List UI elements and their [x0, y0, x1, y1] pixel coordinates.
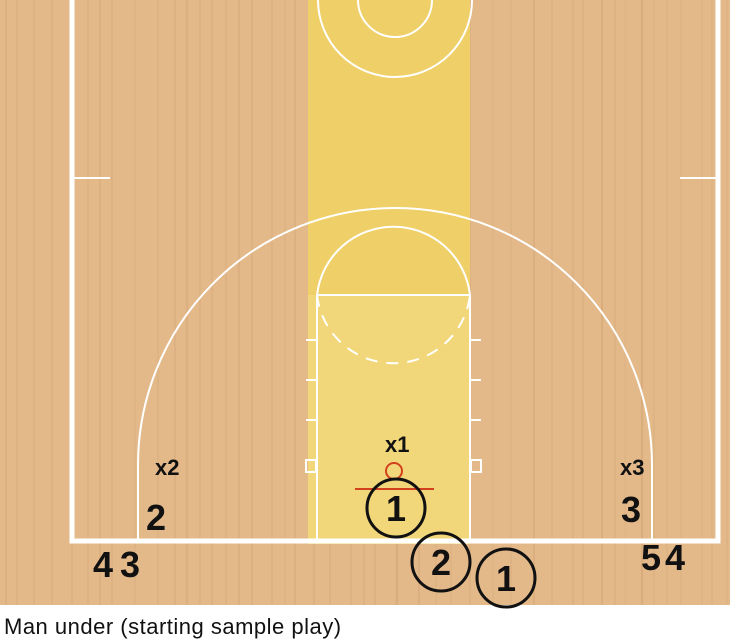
circled-label: 1	[386, 488, 406, 529]
center-circle-inner	[357, 0, 433, 38]
lane-lines	[316, 294, 471, 541]
defender-x2: x2	[155, 455, 179, 480]
free-throw-arc	[316, 225, 471, 296]
spot-5-right: 5	[641, 537, 661, 578]
spot-4-right: 4	[665, 537, 685, 578]
spot-2: 2	[146, 497, 166, 538]
three-point-line	[137, 207, 653, 541]
court-lines	[69, 0, 721, 544]
spot-4-left: 4	[93, 544, 113, 585]
spot-3-right: 3	[621, 489, 641, 530]
diagram-caption: Man under (starting sample play)	[4, 614, 342, 639]
circled-player-2: 2	[410, 531, 472, 593]
defender-x1: x1	[385, 432, 409, 457]
spot-3-left: 3	[120, 544, 140, 585]
boundary-line	[69, 0, 721, 544]
free-throw-arc-dashed	[316, 294, 471, 365]
lane-block-marks	[305, 339, 482, 473]
circled-player-1-outside: 1	[475, 547, 537, 609]
circled-player-1-block: 1	[365, 477, 427, 539]
center-circle	[317, 0, 473, 78]
circled-label: 1	[496, 558, 516, 599]
defender-x3: x3	[620, 455, 644, 480]
circled-label: 2	[431, 542, 451, 583]
